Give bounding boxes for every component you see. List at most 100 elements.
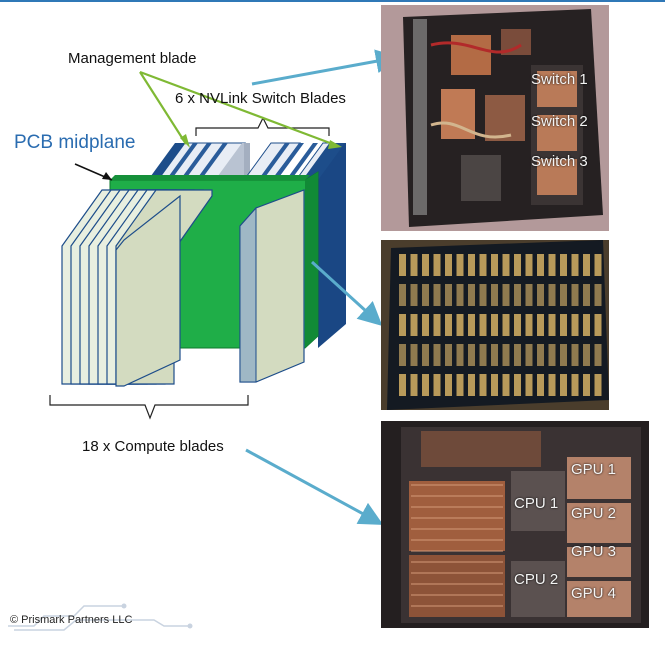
copyright-text: © Prismark Partners LLC: [10, 614, 133, 626]
midplane-connector: [422, 314, 429, 336]
midplane-connector: [571, 254, 579, 276]
midplane-connector: [560, 284, 567, 306]
midplane-connector: [468, 314, 475, 336]
midplane-connector: [537, 344, 544, 366]
midplane-connector: [583, 344, 590, 366]
mgmt-pointer-right: [139, 70, 339, 148]
midplane-connector: [491, 314, 498, 336]
compute-brace: [49, 395, 249, 420]
midplane-connector: [583, 284, 590, 306]
midplane-connector: [479, 254, 487, 276]
midplane-connector: [537, 284, 544, 306]
midplane-connector: [422, 374, 429, 396]
midplane-connector: [525, 374, 533, 396]
arrow-to-midplane-photo: [310, 260, 383, 327]
switch-brace: [195, 116, 330, 136]
midplane-connector: [445, 314, 452, 336]
midplane-connector: [422, 344, 429, 366]
midplane-connector: [571, 374, 579, 396]
midplane-connector: [468, 374, 475, 396]
midplane-connector: [514, 254, 521, 276]
midplane-connector: [548, 314, 556, 336]
midplane-connector: [525, 344, 533, 366]
midplane-connector: [548, 284, 556, 306]
midplane-connector: [514, 314, 521, 336]
mgmt-pointer-left: [139, 71, 187, 145]
midplane-connector: [491, 284, 498, 306]
midplane-connector: [399, 314, 406, 336]
midplane-connector: [479, 284, 487, 306]
midplane-connector: [468, 254, 475, 276]
midplane-connector: [399, 374, 406, 396]
midplane-connector: [468, 284, 475, 306]
compute-blade-front: [239, 189, 305, 383]
midplane-connector: [445, 254, 452, 276]
midplane-connector: [583, 254, 590, 276]
midplane-connector: [525, 254, 533, 276]
switch-1-label: Switch 1: [531, 71, 588, 88]
midplane-connector: [560, 344, 567, 366]
midplane-connector: [537, 374, 544, 396]
midplane-connector: [548, 344, 556, 366]
switch-blade-stack: [148, 142, 346, 348]
arrow-to-compute-photo: [245, 448, 384, 525]
midplane-connector: [548, 374, 556, 396]
midplane-connector: [594, 314, 602, 336]
midplane-connector: [422, 254, 429, 276]
midplane-connector: [456, 254, 464, 276]
midplane-connector: [410, 344, 418, 366]
switch-3-label: Switch 3: [531, 153, 588, 170]
arrow-to-switch-photo: [251, 49, 400, 86]
midplane-photo: [381, 240, 609, 410]
midplane-connector: [399, 344, 406, 366]
midplane-connector: [422, 284, 429, 306]
midplane-connector: [560, 314, 567, 336]
midplane-connector: [445, 284, 452, 306]
midplane-connector: [560, 374, 567, 396]
header-rule: [0, 0, 665, 2]
midplane-connector: [399, 254, 406, 276]
midplane-connector: [594, 284, 602, 306]
midplane-connector: [410, 284, 418, 306]
midplane-connector: [491, 254, 498, 276]
midplane-connector: [502, 374, 510, 396]
midplane-connector: [433, 314, 441, 336]
midplane-connector: [594, 374, 602, 396]
midplane-connector: [502, 314, 510, 336]
cpu-1-label: CPU 1: [514, 495, 559, 512]
midplane-connector: [491, 344, 498, 366]
gpu-4-label: GPU 4: [571, 585, 617, 602]
midplane-connector: [433, 284, 441, 306]
midplane-connector: [433, 254, 441, 276]
switch-blades-label: 6 x NVLink Switch Blades: [175, 90, 346, 107]
midplane-connector: [479, 344, 487, 366]
midplane-connector: [571, 314, 579, 336]
switch-2-label: Switch 2: [531, 113, 588, 130]
midplane-connector: [456, 344, 464, 366]
midplane-connector: [514, 344, 521, 366]
compute-blade-stack: [61, 189, 213, 387]
gpu-1-label: GPU 1: [571, 461, 617, 478]
midplane-connector: [502, 254, 510, 276]
midplane-connector: [456, 374, 464, 396]
midplane-connector: [445, 344, 452, 366]
midplane-connector: [456, 314, 464, 336]
gpu-2-label: GPU 2: [571, 505, 617, 522]
cpu-2-label: CPU 2: [514, 571, 559, 588]
midplane-connector: [583, 374, 590, 396]
midplane-connector: [583, 314, 590, 336]
circuit-logo: [8, 603, 193, 631]
midplane-connector: [456, 284, 464, 306]
midplane-connector: [537, 254, 544, 276]
midplane-connector: [468, 344, 475, 366]
midplane-connector: [491, 374, 498, 396]
midplane-connector: [410, 314, 418, 336]
midplane-connector: [525, 314, 533, 336]
pcb-midplane-label: PCB midplane: [14, 132, 136, 153]
compute-blade-face: [115, 194, 181, 387]
midplane-connector: [502, 284, 510, 306]
management-blade-label: Management blade: [68, 50, 197, 67]
midplane-connector: [433, 374, 441, 396]
compute-tray-photo: GPU 1 GPU 2 GPU 3 GPU 4 CPU 1 CPU 2: [381, 421, 649, 628]
midplane-connector: [537, 314, 544, 336]
